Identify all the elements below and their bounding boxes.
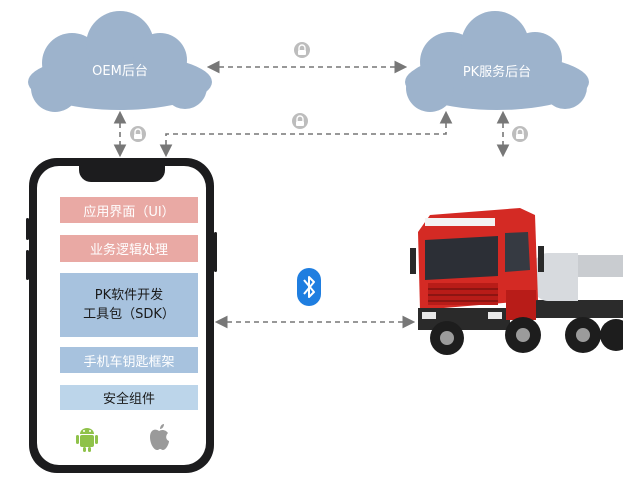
lock-icon xyxy=(294,42,310,58)
pk-cloud-label: PK服务后台 xyxy=(462,65,532,80)
key-framework-block: 手机车钥匙框架 xyxy=(60,347,198,373)
lock-icon xyxy=(292,113,308,129)
phone-pk-link xyxy=(159,110,453,158)
sdk-block: PK软件开发 工具包（SDK） xyxy=(60,273,198,337)
truck-image xyxy=(410,208,623,355)
lock-icon xyxy=(512,126,528,142)
os-icons xyxy=(76,424,169,452)
oem-cloud xyxy=(28,11,212,112)
security-block: 安全组件 xyxy=(60,385,198,410)
android-icon xyxy=(76,428,98,452)
business-logic-block: 业务逻辑处理 xyxy=(60,235,198,262)
phone-side-button xyxy=(26,218,29,240)
phone-side-button xyxy=(26,250,29,280)
apple-icon xyxy=(150,424,169,450)
ui-layer-block: 应用界面（UI） xyxy=(60,197,198,223)
phone-notch xyxy=(78,166,165,182)
lock-icon xyxy=(130,126,146,142)
phone-screen: 应用界面（UI） 业务逻辑处理 PK软件开发 工具包（SDK） 手机车钥匙框架 … xyxy=(37,166,206,465)
bluetooth-icon xyxy=(297,268,321,306)
phone: 应用界面（UI） 业务逻辑处理 PK软件开发 工具包（SDK） 手机车钥匙框架 … xyxy=(26,158,217,473)
pk-cloud xyxy=(405,11,589,112)
oem-cloud-label: OEM后台 xyxy=(92,64,148,79)
phone-side-button xyxy=(214,232,217,272)
